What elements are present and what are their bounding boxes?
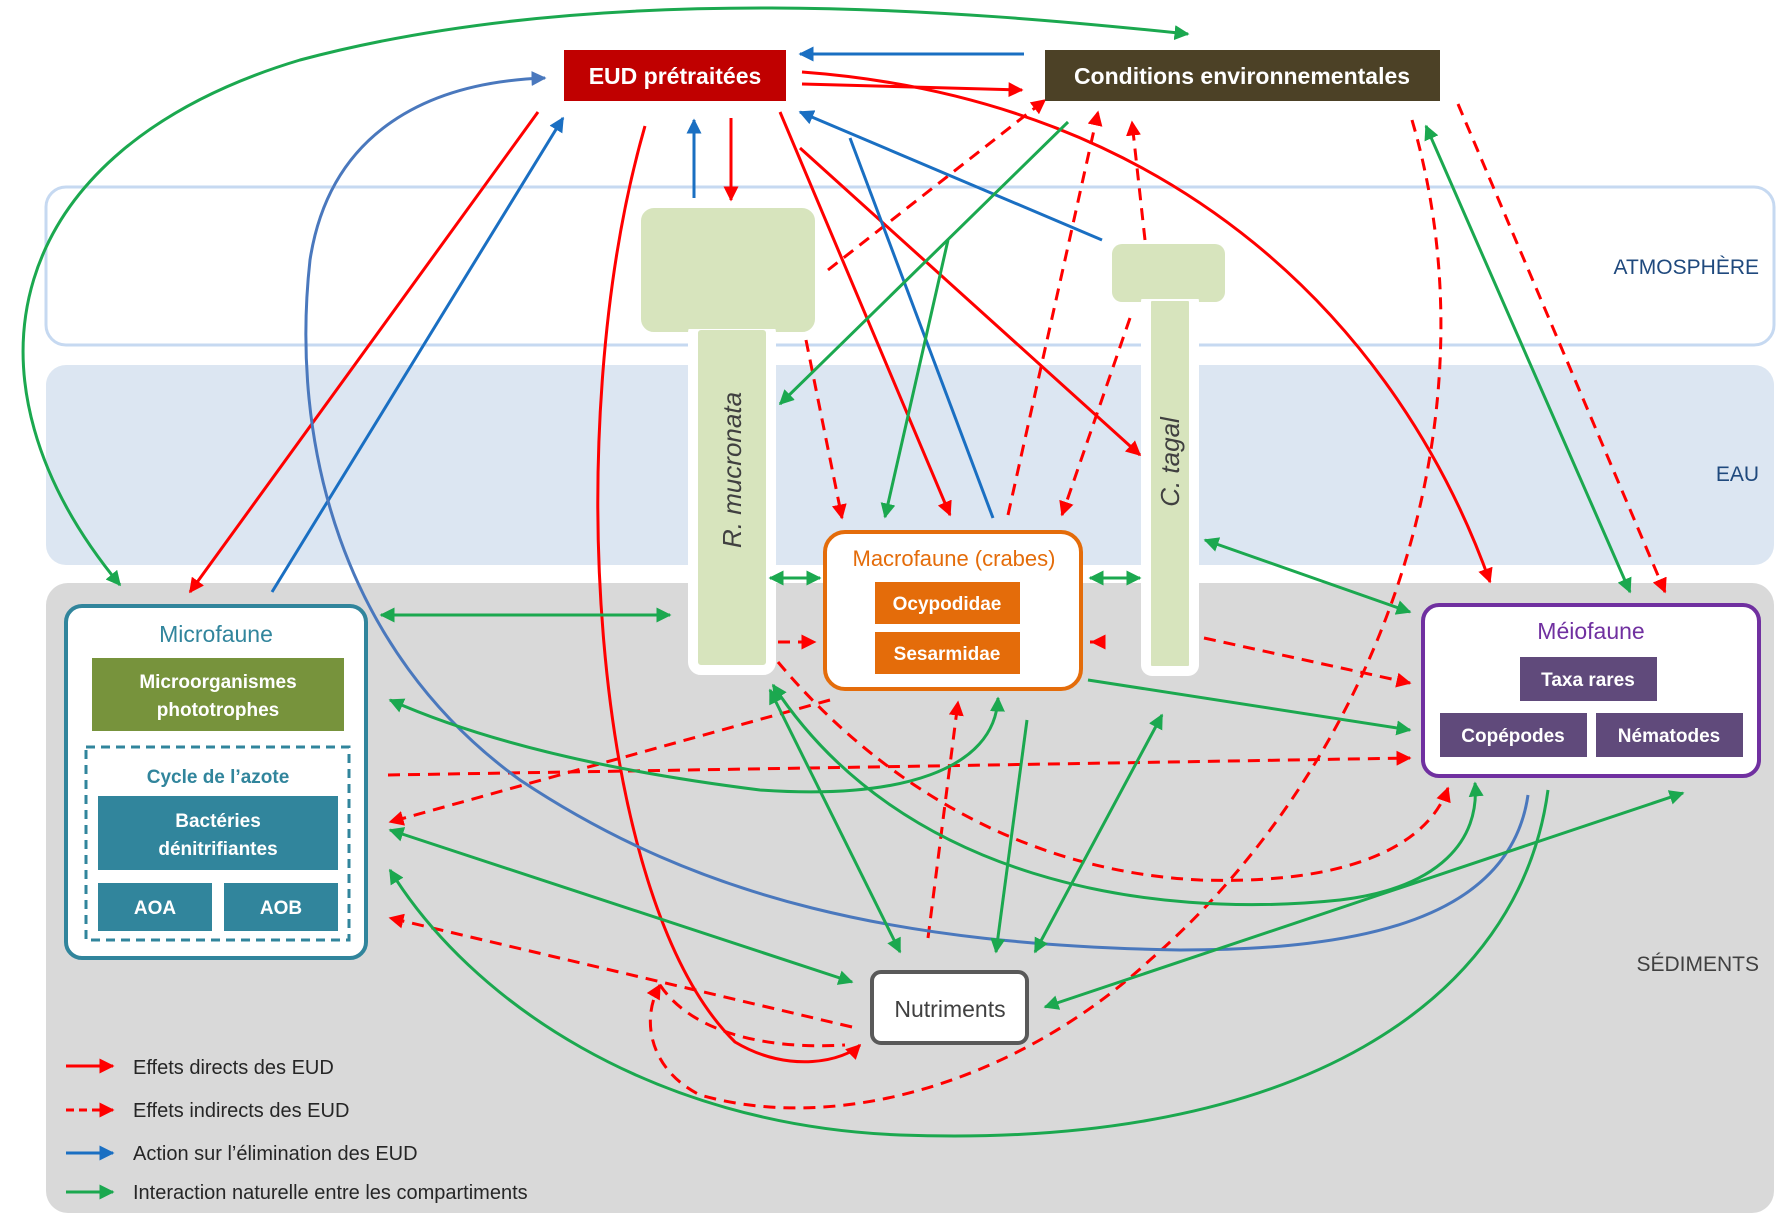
legend-item-elimination: Action sur l’élimination des EUD <box>66 1143 418 1165</box>
legend-item-natural: Interaction naturelle entre les comparti… <box>66 1182 528 1204</box>
ocypodidae-box <box>875 582 1020 624</box>
phototrophes-label-1: Microorganismes <box>139 672 296 693</box>
arrow-nat-macro-nutri <box>990 719 1029 954</box>
sesarmidae-label: Sesarmidae <box>894 644 1001 665</box>
microfaune-box: Microfaune Microorganismes phototrophes … <box>64 604 368 960</box>
meiofaune-box: Méiofaune Taxa rares Copépodes Nématodes <box>1421 603 1761 778</box>
sesarmidae-box <box>875 632 1020 674</box>
phototrophes-box <box>92 658 344 731</box>
legend-label-elimination: Action sur l’élimination des EUD <box>133 1143 418 1165</box>
arrow-nat-rm-nutri <box>768 688 902 954</box>
phototrophes-label-2: phototrophes <box>157 700 279 721</box>
arrow-nat-meio-micro <box>388 789 1550 1138</box>
bacteries-box <box>98 796 338 870</box>
eud-box: EUD prétraitées <box>564 50 786 101</box>
bacteries-label-2: dénitrifiantes <box>158 839 277 860</box>
cycle-azote-label: Cycle de l’azote <box>147 767 290 788</box>
ocypodidae-label: Ocypodidae <box>893 594 1002 615</box>
arrow-nat-micro-conditions <box>21 6 1190 587</box>
nutriments-box: Nutriments <box>870 970 1029 1045</box>
arrow-nat-ctagal-meio <box>1203 537 1412 615</box>
legend-label-direct: Effets directs des EUD <box>133 1057 334 1079</box>
taxa-rares-box <box>1520 657 1657 701</box>
conditions-box: Conditions environnementales <box>1045 50 1440 101</box>
nematodes-box <box>1596 713 1743 757</box>
arrow-nat-micro-nutri <box>388 827 854 985</box>
legend-item-indirect: Effets indirects des EUD <box>66 1100 349 1122</box>
zone-label-eau: EAU <box>1716 463 1759 486</box>
cycle-azote-box <box>84 745 351 942</box>
arrow-nat-conditions-rm <box>778 120 1070 406</box>
copepodes-label: Copépodes <box>1461 726 1564 747</box>
macrofaune-box: Macrofaune (crabes) Ocypodidae Sesarmida… <box>823 530 1083 691</box>
aoa-box <box>98 883 212 931</box>
macrofaune-title: Macrofaune (crabes) <box>853 546 1056 571</box>
aob-label: AOB <box>260 898 302 919</box>
arrow-nat-conditions-meio <box>1424 124 1632 594</box>
taxa-rares-label: Taxa rares <box>1541 670 1635 691</box>
eud-label: EUD prétraitées <box>589 63 762 89</box>
arrows <box>21 6 1685 1138</box>
c-tagal-label: C. tagal <box>1155 416 1185 507</box>
arrow-indirect-ctagal-meiofaune <box>1203 636 1412 688</box>
zone-label-sediments: SÉDIMENTS <box>1636 953 1759 976</box>
aoa-label: AOA <box>134 898 177 919</box>
nematodes-label: Nématodes <box>1618 726 1720 747</box>
meiofaune-title: Méiofaune <box>1537 618 1644 644</box>
microfaune-title: Microfaune <box>159 621 273 647</box>
arrow-indirect-macro-micro <box>388 698 831 826</box>
arrow-nat-meio-nutri <box>1043 790 1685 1010</box>
arrow-indirect-curve-nutri <box>658 984 846 1048</box>
aob-box <box>224 883 338 931</box>
legend-item-direct: Effets directs des EUD <box>66 1057 334 1079</box>
nutriments-label: Nutriments <box>894 996 1005 1022</box>
zone-label-atmosphere: ATMOSPHÈRE <box>1614 256 1759 279</box>
copepodes-box <box>1440 713 1587 757</box>
legend-label-indirect: Effets indirects des EUD <box>133 1100 349 1122</box>
r-mucronata-label: R. mucronata <box>717 392 747 548</box>
bacteries-label-1: Bactéries <box>175 811 261 832</box>
legend-label-natural: Interaction naturelle entre les comparti… <box>133 1182 528 1204</box>
legend: Effets directs des EUD Effets indirects … <box>66 1057 528 1204</box>
arrow-nat-conditions-macro <box>880 239 950 519</box>
conditions-label: Conditions environnementales <box>1074 63 1410 89</box>
